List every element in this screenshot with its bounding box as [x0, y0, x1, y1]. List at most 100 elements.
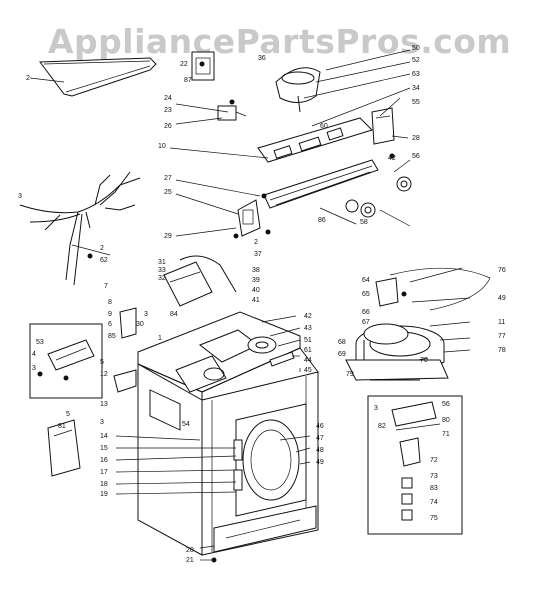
callout-84: 84	[170, 311, 178, 318]
callout-79: 79	[346, 371, 354, 378]
callout-21: 21	[186, 557, 194, 564]
callout-52: 52	[412, 57, 420, 64]
callout-8: 8	[108, 299, 112, 306]
wiring-harness	[19, 171, 141, 286]
callout-27: 27	[164, 175, 172, 182]
callout-41: 41	[252, 297, 260, 304]
callout-3d: 3	[100, 419, 104, 426]
callout-32: 32	[158, 275, 166, 282]
watermark-text: AppliancePartsPros.com	[48, 22, 512, 61]
callout-66: 66	[362, 309, 370, 316]
callout-37: 37	[254, 251, 262, 258]
drum-tub-assembly	[345, 323, 449, 381]
callout-170: 70	[420, 357, 428, 364]
tub-cover-outline	[375, 267, 491, 311]
callout-49: 49	[316, 459, 324, 466]
callout-11: 11	[498, 319, 505, 326]
callout-38: 38	[252, 267, 260, 274]
callout-58: 58	[360, 219, 368, 226]
callout-42b: 42	[304, 313, 312, 320]
callout-10: 10	[158, 143, 166, 150]
callout-76: 76	[498, 267, 506, 274]
callout-80: 80	[442, 417, 450, 424]
callout-19: 19	[100, 491, 108, 498]
callout-45: 45	[304, 367, 312, 374]
callout-40: 40	[252, 287, 260, 294]
callout-18: 18	[100, 481, 108, 488]
callout-2b: 2	[100, 245, 104, 252]
callout-14: 14	[100, 433, 108, 440]
callout-22: 22	[180, 61, 188, 68]
callout-33: 33	[158, 267, 166, 274]
callout-62: 62	[100, 257, 108, 264]
cabinet-top	[137, 311, 301, 400]
callout-75: 75	[430, 515, 438, 522]
callout-69: 69	[338, 351, 346, 358]
callout-61: 61	[304, 347, 312, 354]
callout-86: 86	[318, 217, 326, 224]
callout-3c: 3	[32, 365, 36, 372]
callout-39: 39	[252, 277, 260, 284]
callout-82: 82	[378, 423, 386, 430]
callout-17: 17	[100, 469, 108, 476]
screws	[37, 61, 407, 563]
bracket-25	[237, 199, 261, 237]
callout-51: 51	[304, 337, 312, 344]
callout-12: 12	[100, 371, 108, 378]
callout-42: 42	[388, 155, 396, 162]
callout-85: 85	[108, 333, 116, 340]
callout-7: 7	[104, 283, 108, 290]
top-trim-strip	[39, 57, 157, 97]
callout-20: 20	[186, 547, 194, 554]
inset-linkage-detail	[367, 395, 463, 535]
callout-28: 28	[412, 135, 420, 142]
callout-5b: 5	[66, 411, 70, 418]
callout-67: 67	[362, 319, 370, 326]
callout-78: 78	[498, 347, 506, 354]
callout-56b: 56	[442, 401, 450, 408]
callout-74: 74	[430, 499, 438, 506]
callout-56: 56	[412, 153, 420, 160]
callout-25: 25	[164, 189, 172, 196]
callout-68: 68	[338, 339, 346, 346]
callout-65: 65	[362, 291, 370, 298]
callout-23: 23	[164, 107, 172, 114]
console-back-panel	[263, 159, 379, 209]
callout-73: 73	[430, 473, 438, 480]
callout-72: 72	[430, 457, 438, 464]
callout-3b: 3	[144, 311, 148, 318]
control-knobs	[345, 176, 412, 218]
callout-24: 24	[164, 95, 172, 102]
callout-1: 1	[158, 335, 162, 342]
callout-77: 77	[498, 333, 506, 340]
callout-81: 81	[58, 423, 66, 430]
callout-3: 3	[18, 193, 22, 200]
callout-83: 83	[430, 485, 438, 492]
callout-44: 44	[304, 357, 312, 364]
callout-48: 48	[316, 447, 324, 454]
callout-31: 31	[158, 259, 166, 266]
callout-5: 5	[100, 359, 104, 366]
callout-3e: 3	[374, 405, 378, 412]
callout-labels: 2 3 2 62 1 22 87 24 23 26 10 27 25 29 36…	[18, 45, 506, 564]
callout-9: 9	[108, 311, 112, 318]
callout-46: 46	[316, 423, 324, 430]
timer-knob-assembly	[275, 67, 321, 113]
callout-13: 13	[100, 401, 108, 408]
callout-34: 34	[412, 85, 420, 92]
lid-assembly	[163, 255, 237, 307]
callout-26: 26	[164, 123, 172, 130]
leader-lines	[29, 49, 471, 561]
callout-16: 16	[100, 457, 108, 464]
callout-47: 47	[316, 435, 324, 442]
callout-49b: 49	[498, 295, 506, 302]
callout-30: 30	[136, 321, 144, 328]
callout-55: 55	[412, 99, 420, 106]
callout-36: 36	[258, 55, 266, 62]
callout-15: 15	[100, 445, 108, 452]
callout-4: 4	[32, 351, 36, 358]
callout-50: 50	[412, 45, 420, 52]
hinge-parts-left	[47, 307, 137, 477]
callout-43: 43	[304, 325, 312, 332]
